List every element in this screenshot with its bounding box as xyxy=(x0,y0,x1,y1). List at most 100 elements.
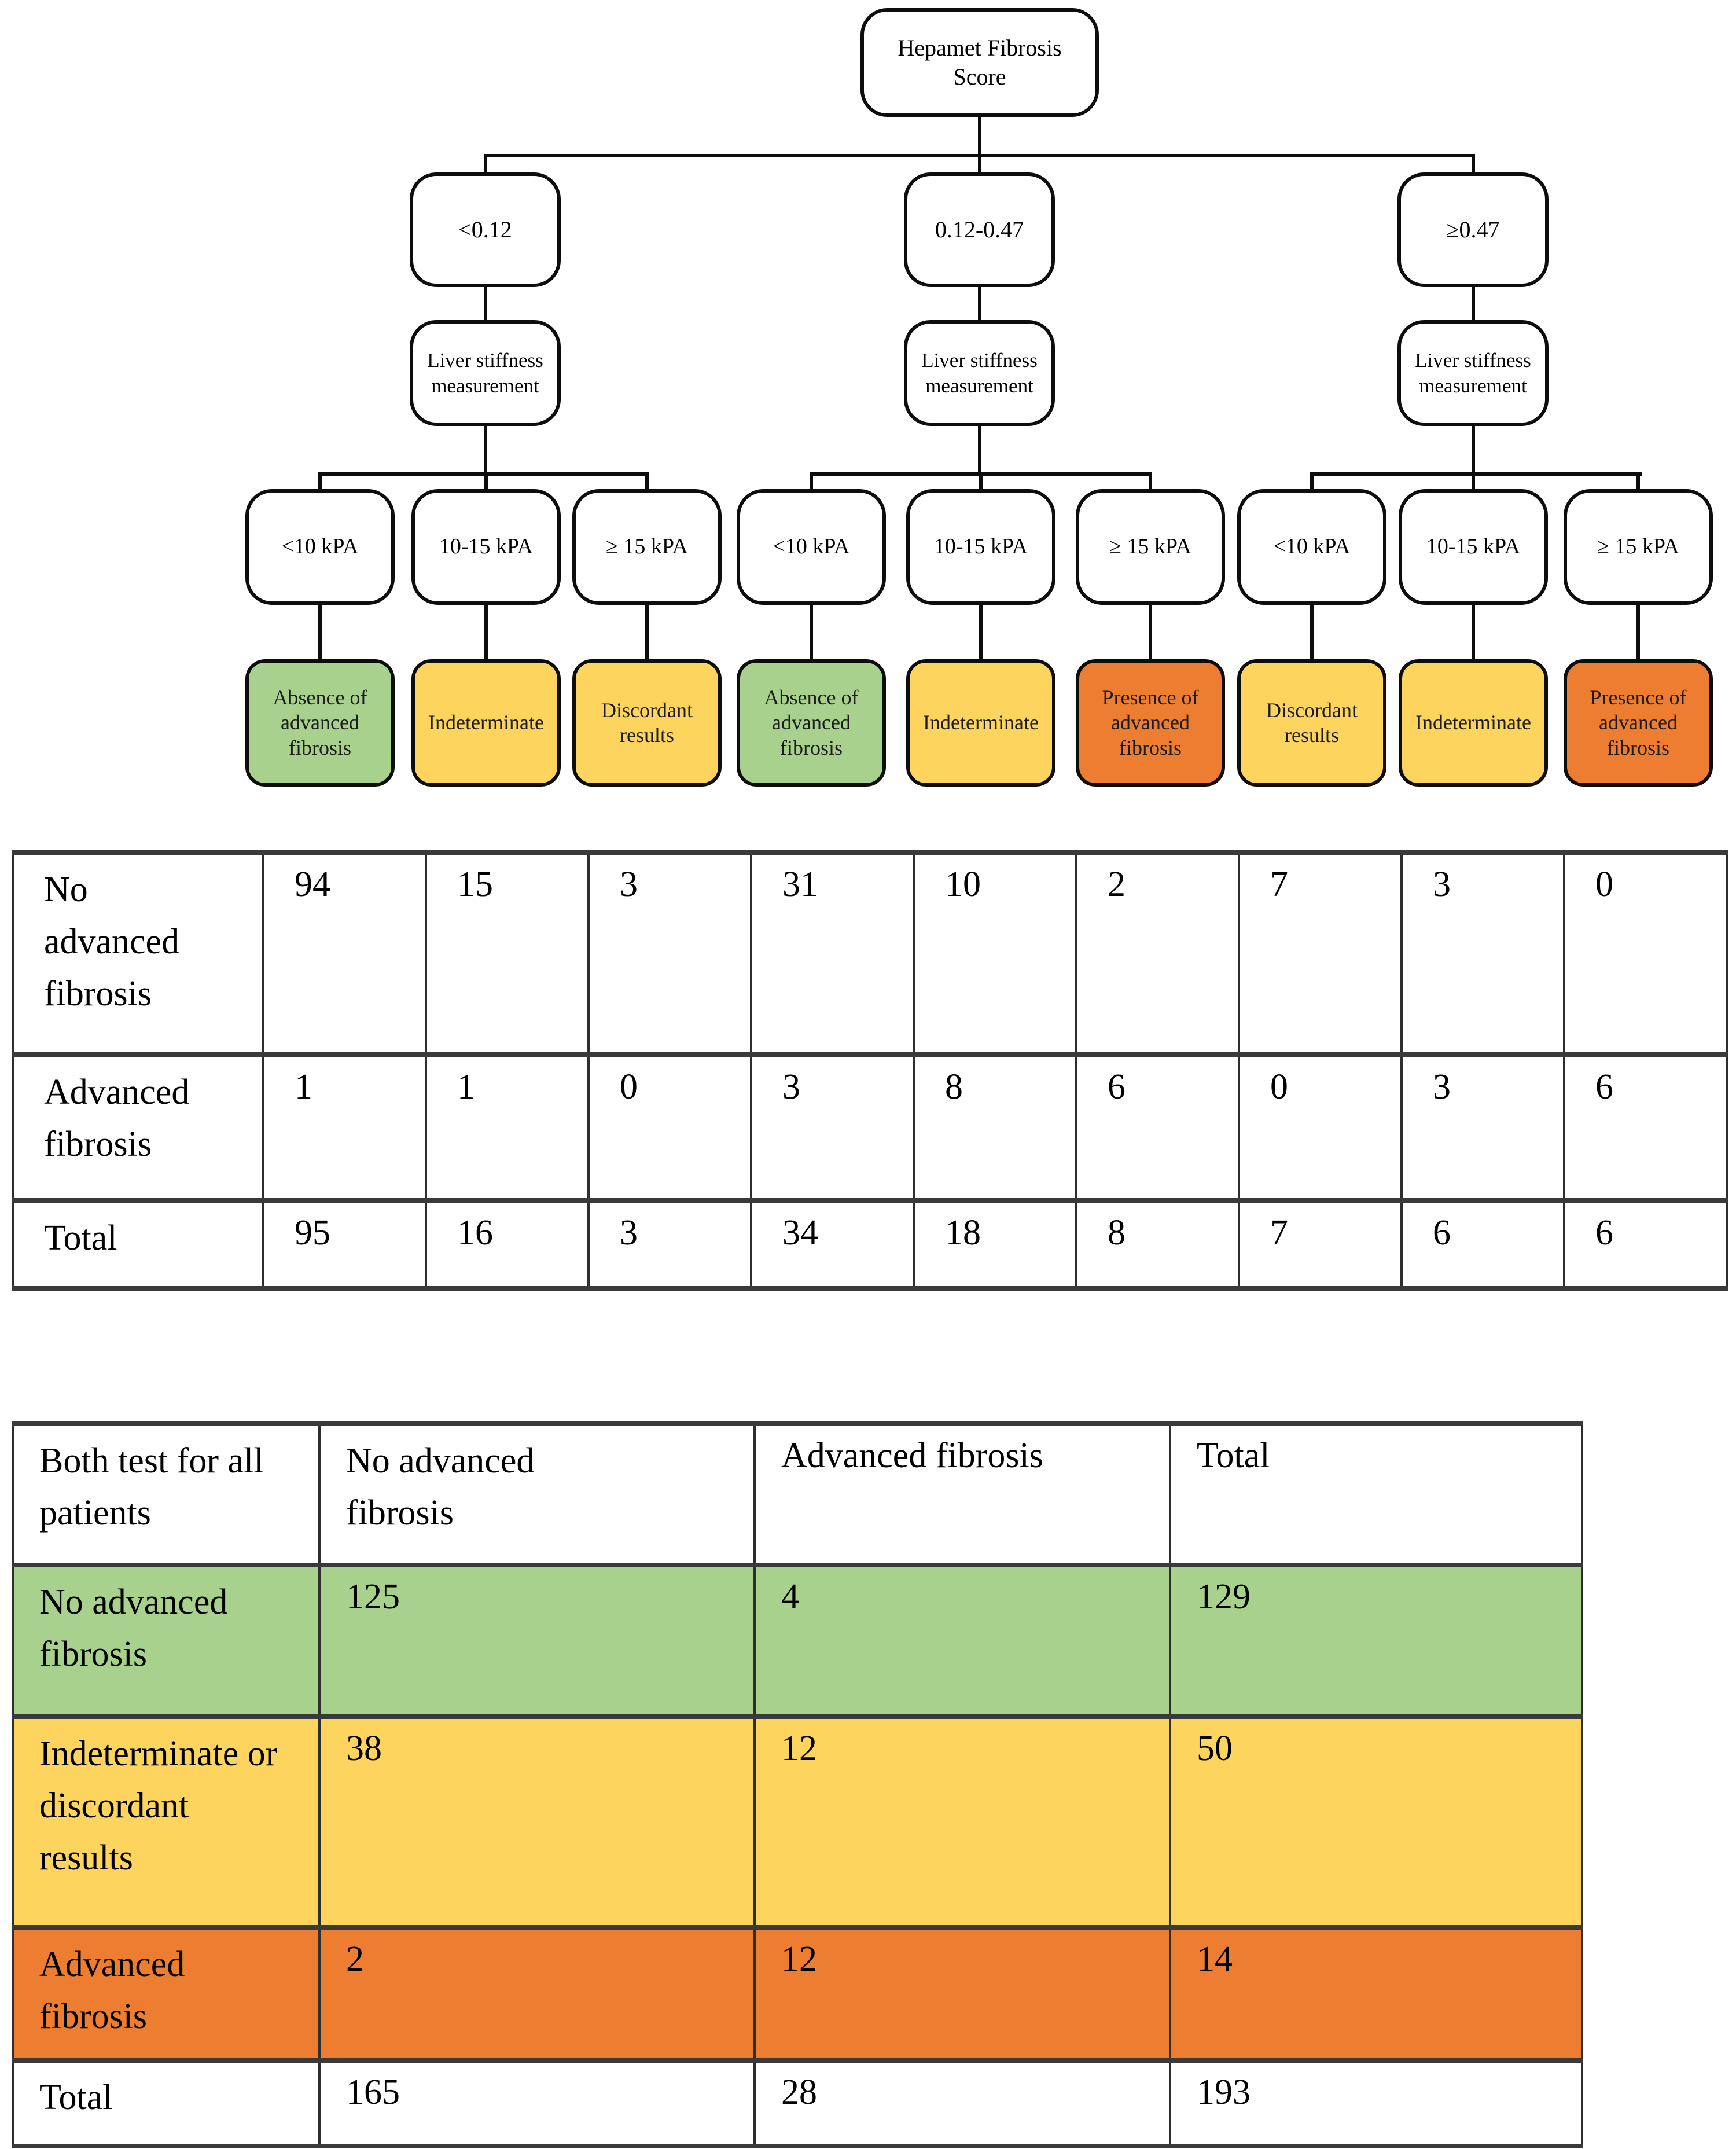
kpa-node-label: ≥ 15 kPA xyxy=(606,534,688,559)
row-label: Total xyxy=(39,2078,113,2117)
outcome-node-2-1: Absence of advanced fibrosis xyxy=(737,659,886,787)
connector-line xyxy=(1472,286,1475,321)
table-row: Total 95 16 3 34 18 8 7 6 6 xyxy=(12,1198,1728,1291)
lsm-node-label: Liver stiffness measurement xyxy=(427,348,543,397)
count-cell: 125 xyxy=(318,1563,756,1719)
outcome-node-label: Presence of advanced fibrosis xyxy=(1590,686,1687,759)
count-cell: 12 xyxy=(753,1714,1171,1930)
count-cell: 8 xyxy=(1075,1198,1240,1291)
outcome-node-3-3: Presence of advanced fibrosis xyxy=(1564,659,1713,787)
decision-tree-flowchart: Hepamet Fibrosis Score <0.12 0.12-0.47 ≥… xyxy=(0,0,1736,828)
connector-line xyxy=(978,425,981,476)
count-cell: 12 xyxy=(753,1925,1171,2063)
score-node-low: <0.12 xyxy=(410,172,561,287)
row-label-cell: Indeterminate or discordant results xyxy=(12,1714,321,1930)
count-cell: 129 xyxy=(1169,1563,1583,1719)
root-node: Hepamet Fibrosis Score xyxy=(860,8,1099,117)
connector-line xyxy=(1472,425,1475,476)
outcome-node-label: Discordant results xyxy=(601,698,693,747)
table-row-no-advanced-fibrosis: No advanced fibrosis 125 4 129 xyxy=(12,1563,1583,1719)
row-label: Advanced fibrosis xyxy=(39,1945,185,2036)
connector-line xyxy=(1310,604,1314,659)
row-label: Indeterminate or discordant results xyxy=(39,1734,278,1878)
score-node-mid: 0.12-0.47 xyxy=(904,172,1055,287)
kpa-node-1-1: <10 kPA xyxy=(245,489,395,605)
kpa-node-1-2: 10-15 kPA xyxy=(411,489,561,605)
count-cell: 4 xyxy=(753,1563,1171,1719)
outcome-node-label: Presence of advanced fibrosis xyxy=(1102,686,1199,759)
results-count-table: No advanced fibrosis 94 15 3 31 10 2 7 3… xyxy=(12,850,1728,1291)
outcome-node-2-3: Presence of advanced fibrosis xyxy=(1076,659,1225,787)
header-cell: Advanced fibrosis xyxy=(753,1421,1171,1567)
outcome-node-label: Absence of advanced fibrosis xyxy=(273,686,367,759)
outcome-node-label: Indeterminate xyxy=(428,711,544,734)
count-cell: 31 xyxy=(750,850,915,1057)
table-row-advanced-fibrosis: Advanced fibrosis 2 12 14 xyxy=(12,1925,1583,2063)
count-cell: 0 xyxy=(587,1052,752,1203)
connector-line xyxy=(484,286,487,321)
lsm-node-label: Liver stiffness measurement xyxy=(1415,348,1531,397)
count-cell: 18 xyxy=(913,1198,1077,1291)
connector-line xyxy=(979,472,983,490)
kpa-node-label: ≥ 15 kPA xyxy=(1109,534,1191,559)
connector-line xyxy=(645,604,649,659)
header-cell: Both test for all patients xyxy=(12,1421,321,1567)
outcome-node-label: Indeterminate xyxy=(1415,711,1531,734)
kpa-node-1-3: ≥ 15 kPA xyxy=(572,489,722,605)
header-label: Total xyxy=(1197,1436,1270,1475)
header-label: Advanced fibrosis xyxy=(781,1436,1043,1475)
count-cell: 50 xyxy=(1169,1714,1583,1930)
count-cell: 7 xyxy=(1238,850,1403,1057)
connector-line xyxy=(1636,472,1640,490)
header-cell: No advanced fibrosis xyxy=(318,1421,756,1567)
connector-line xyxy=(1472,472,1475,490)
connector-line xyxy=(1310,472,1642,476)
outcome-node-1-3: Discordant results xyxy=(572,659,722,787)
count-cell: 7 xyxy=(1238,1198,1403,1291)
kpa-node-label: 10-15 kPA xyxy=(1426,534,1521,559)
count-cell: 38 xyxy=(318,1714,756,1930)
count-cell: 3 xyxy=(750,1052,915,1203)
outcome-node-label: Discordant results xyxy=(1266,698,1358,747)
connector-line xyxy=(1636,604,1640,659)
count-cell: 165 xyxy=(318,2058,756,2148)
kpa-node-label: <10 kPA xyxy=(1273,534,1351,559)
kpa-node-3-2: 10-15 kPA xyxy=(1399,489,1548,605)
count-cell: 94 xyxy=(262,850,427,1057)
kpa-node-3-3: ≥ 15 kPA xyxy=(1564,489,1713,605)
table-row-indeterminate-discordant: Indeterminate or discordant results 38 1… xyxy=(12,1714,1583,1930)
count-cell: 0 xyxy=(1238,1052,1403,1203)
count-cell: 14 xyxy=(1169,1925,1583,2063)
outcome-node-2-2: Indeterminate xyxy=(906,659,1055,787)
count-cell: 3 xyxy=(1400,850,1565,1057)
connector-line xyxy=(979,604,983,659)
connector-line xyxy=(318,472,322,490)
connector-line xyxy=(1149,472,1152,490)
row-label-cell: No advanced fibrosis xyxy=(12,850,264,1057)
row-label-cell: No advanced fibrosis xyxy=(12,1563,321,1719)
lsm-node-label: Liver stiffness measurement xyxy=(921,348,1038,397)
row-label: Advanced fibrosis xyxy=(44,1072,190,1164)
header-label: Both test for all patients xyxy=(39,1441,264,1533)
connector-line xyxy=(645,472,649,490)
count-cell: 16 xyxy=(425,1198,590,1291)
count-cell: 15 xyxy=(425,850,590,1057)
root-node-label: Hepamet Fibrosis Score xyxy=(898,35,1062,90)
count-cell: 3 xyxy=(587,1198,752,1291)
count-cell: 1 xyxy=(425,1052,590,1203)
count-cell: 34 xyxy=(750,1198,915,1291)
connector-line xyxy=(978,286,981,321)
header-label: No advanced fibrosis xyxy=(346,1441,535,1533)
header-row: Both test for all patients No advanced f… xyxy=(12,1421,1583,1567)
outcome-node-3-2: Indeterminate xyxy=(1399,659,1548,787)
count-cell: 6 xyxy=(1563,1052,1728,1203)
count-cell: 193 xyxy=(1169,2058,1583,2148)
score-node-label: 0.12-0.47 xyxy=(935,216,1024,243)
kpa-node-label: 10-15 kPA xyxy=(933,534,1028,559)
confusion-table-wrapper: Both test for all patients No advanced f… xyxy=(12,1421,1583,2148)
outcome-node-label: Absence of advanced fibrosis xyxy=(764,686,859,759)
row-label-cell: Total xyxy=(12,2058,321,2148)
table-row: No advanced fibrosis 94 15 3 31 10 2 7 3… xyxy=(12,850,1728,1057)
kpa-node-2-3: ≥ 15 kPA xyxy=(1076,489,1225,605)
